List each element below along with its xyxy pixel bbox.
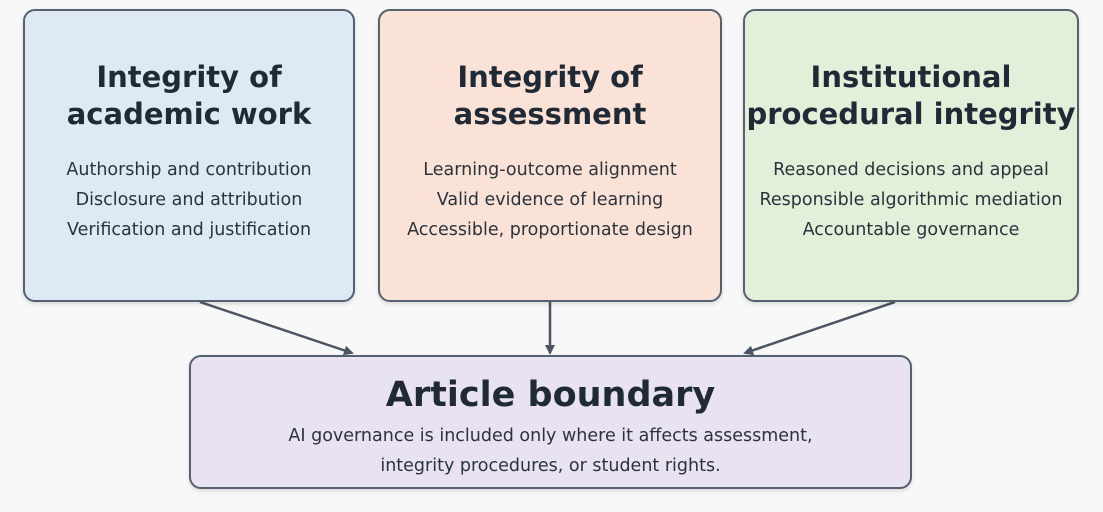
- academic-work-items: Authorship and contribution Disclosure a…: [25, 155, 353, 245]
- institutional-integrity-item: Reasoned decisions and appeal: [773, 160, 1049, 180]
- academic-work-title-line-2: academic work: [66, 97, 312, 131]
- academic-work-title-line-1: Integrity of: [96, 60, 282, 94]
- assessment-item: Accessible, proportionate design: [407, 220, 693, 240]
- assessment-title-line-1: Integrity of: [457, 60, 643, 94]
- assessment-title: Integrity of assessment: [380, 59, 720, 133]
- assessment-items: Learning-outcome alignment Valid evidenc…: [380, 155, 720, 245]
- assessment-item: Valid evidence of learning: [436, 190, 664, 210]
- institutional-integrity-box: Institutional procedural integrity Reaso…: [743, 9, 1079, 302]
- academic-work-item: Verification and justification: [66, 220, 312, 240]
- institutional-integrity-title-line-2: procedural integrity: [746, 97, 1076, 131]
- article-boundary-line: AI governance is included only where it …: [288, 426, 813, 446]
- academic-work-title: Integrity of academic work: [25, 59, 353, 133]
- article-boundary-description: AI governance is included only where it …: [191, 421, 910, 481]
- institutional-integrity-item: Responsible algorithmic mediation: [759, 190, 1063, 210]
- arrow-academic-to-boundary: [199, 300, 354, 356]
- institutional-integrity-title-line-1: Institutional: [810, 60, 1012, 94]
- institutional-integrity-items: Reasoned decisions and appeal Responsibl…: [745, 155, 1077, 245]
- article-boundary-title: Article boundary: [385, 375, 716, 415]
- assessment-title-line-2: assessment: [453, 97, 647, 131]
- institutional-integrity-item: Accountable governance: [802, 220, 1020, 240]
- assessment-item: Learning-outcome alignment: [423, 160, 677, 180]
- academic-work-box: Integrity of academic work Authorship an…: [23, 9, 355, 302]
- academic-work-item: Authorship and contribution: [66, 160, 312, 180]
- assessment-box: Integrity of assessment Learning-outcome…: [378, 9, 722, 302]
- institutional-integrity-title: Institutional procedural integrity: [745, 59, 1077, 133]
- article-boundary-box: Article boundary AI governance is includ…: [189, 355, 912, 489]
- arrow-institutional-to-boundary: [743, 300, 896, 356]
- academic-work-item: Disclosure and attribution: [75, 190, 303, 210]
- article-boundary-line: integrity procedures, or student rights.: [380, 456, 721, 476]
